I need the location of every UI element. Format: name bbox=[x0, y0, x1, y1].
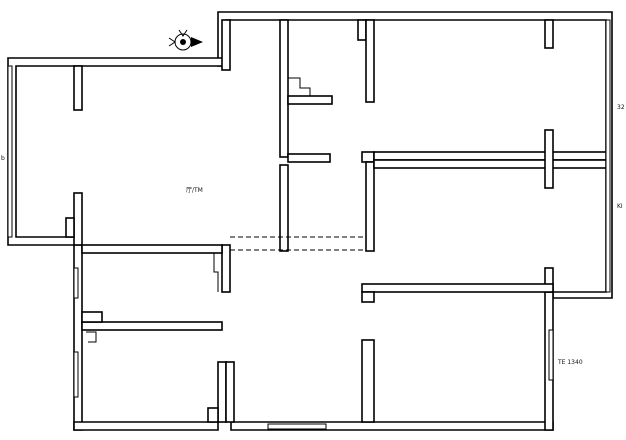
right-mid-mark: KI bbox=[617, 203, 623, 210]
left-mark: b bbox=[1, 155, 5, 162]
dashed-openings bbox=[230, 236, 366, 251]
windows bbox=[7, 19, 611, 430]
right-top-mark: 32 bbox=[617, 104, 625, 111]
compass-north-arrow-icon bbox=[168, 29, 203, 51]
room-dimension-label: TE 1340 bbox=[557, 359, 583, 366]
outer-walls bbox=[7, 11, 613, 431]
living-room-label: 厅/TM bbox=[186, 187, 203, 194]
interior-walls bbox=[65, 19, 607, 423]
